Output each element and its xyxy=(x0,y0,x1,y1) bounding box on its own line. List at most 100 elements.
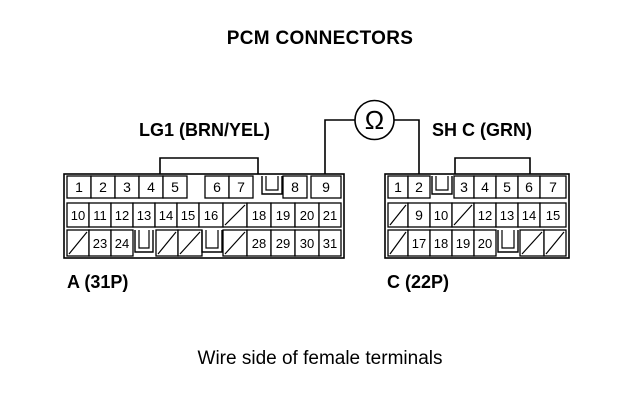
connector-a-terminal-18: 18 xyxy=(252,208,266,223)
connector-c-row2-cell: 13 xyxy=(495,202,519,228)
connector-a-row2-cell: 12 xyxy=(110,202,134,228)
connector-c-row2-cell xyxy=(387,202,409,228)
connector-a-row2-cell: 10 xyxy=(66,202,90,228)
connector-a-terminal-2: 2 xyxy=(99,179,107,195)
connector-c-row1-cell: 6 xyxy=(517,175,541,199)
connector-c-key-notch xyxy=(431,176,453,195)
connector-c-terminal-10: 10 xyxy=(434,208,448,223)
connector-a-row3-cell: 23 xyxy=(88,229,112,257)
connector-a-terminal-16: 16 xyxy=(204,208,218,223)
footnote: Wire side of female terminals xyxy=(197,348,443,369)
connector-a-terminal-30: 30 xyxy=(300,236,314,251)
connector-c-label: C (22P) xyxy=(387,272,450,292)
connector-c-row3-cell xyxy=(543,229,567,257)
connector-a-row3-cell: 31 xyxy=(318,229,342,257)
connector-c-terminal-20: 20 xyxy=(478,236,492,251)
connector-a-terminal-4: 4 xyxy=(147,179,155,195)
connector-a-row2-cell: 18 xyxy=(246,202,272,228)
connector-a-row1-cell: 9 xyxy=(310,175,342,199)
connector-a-row1-cell: 2 xyxy=(90,175,116,199)
connector-a-housing xyxy=(63,173,345,259)
connector-a-terminal-19: 19 xyxy=(276,208,290,223)
connector-c-row1-cell: 1 xyxy=(387,175,409,199)
connector-c-tab xyxy=(454,157,531,174)
connector-a-terminal-7: 7 xyxy=(237,179,245,195)
connector-c-row3-cell: 17 xyxy=(407,229,431,257)
connector-a-row3-cell: 29 xyxy=(270,229,296,257)
connector-a-terminal-12: 12 xyxy=(115,208,129,223)
connector-c-terminal-13: 13 xyxy=(500,208,514,223)
connector-a-key-notch xyxy=(261,176,283,195)
connector-a-row3-cell xyxy=(155,229,179,257)
connector-a-terminal-3: 3 xyxy=(123,179,131,195)
connector-a-row1-cell: 7 xyxy=(228,175,254,199)
connector-c-row2-cell: 15 xyxy=(539,202,567,228)
connector-a-row1-cell: 4 xyxy=(138,175,164,199)
connector-a-terminal-29: 29 xyxy=(276,236,290,251)
connector-a-row3-cell xyxy=(177,229,203,257)
connector-a-row2-cell: 16 xyxy=(198,202,224,228)
connector-a-row3-cell: 24 xyxy=(110,229,134,257)
connector-a-terminal-5: 5 xyxy=(171,179,179,195)
connector-c-row3-cell xyxy=(387,229,409,257)
connector-c-terminal-12: 12 xyxy=(478,208,492,223)
meter-lead-a xyxy=(324,119,355,174)
connector-a-row2-cell: 15 xyxy=(176,202,200,228)
connector-c-terminal-3: 3 xyxy=(460,179,468,195)
connector-a-row1-cell: 5 xyxy=(162,175,188,199)
connector-a-row2-cell: 20 xyxy=(294,202,320,228)
connector-c-terminal-2: 2 xyxy=(415,179,423,195)
connector-a-row2-cell: 19 xyxy=(270,202,296,228)
connector-c-row2-cell: 14 xyxy=(517,202,541,228)
connector-a-terminal-14: 14 xyxy=(159,208,173,223)
connector-a-row3-cell xyxy=(66,229,90,257)
connector-c-terminal-5: 5 xyxy=(503,179,511,195)
connector-c-terminal-4: 4 xyxy=(481,179,489,195)
connector-c-key-notch xyxy=(497,230,519,253)
wire-label-lg1: LG1 (BRN/YEL) xyxy=(139,120,271,140)
meter-lead-c xyxy=(394,119,420,174)
connector-c-row2-cell xyxy=(451,202,475,228)
connector-c-row1-cell: 3 xyxy=(453,175,475,199)
connector-a-row3-cell: 30 xyxy=(294,229,320,257)
connector-c-row3-cell: 19 xyxy=(451,229,475,257)
connector-a-row3-cell xyxy=(222,229,248,257)
connector-a-terminal-8: 8 xyxy=(291,179,299,195)
connector-a-row2-cell: 11 xyxy=(88,202,112,228)
connector-a-terminal-1: 1 xyxy=(75,179,83,195)
connector-a-key-notch xyxy=(134,230,154,253)
connector-a-row2-cell: 13 xyxy=(132,202,156,228)
connector-c-terminal-6: 6 xyxy=(525,179,533,195)
connector-c-terminal-17: 17 xyxy=(412,236,426,251)
connector-a-terminal-20: 20 xyxy=(300,208,314,223)
connector-c-row1-cell: 5 xyxy=(495,175,519,199)
connector-a-terminal-9: 9 xyxy=(322,179,330,195)
connector-a-terminal-10: 10 xyxy=(71,208,85,223)
connector-c-terminal-19: 19 xyxy=(456,236,470,251)
connector-a-row1-cell: 3 xyxy=(114,175,140,199)
connector-c-row1-cell: 4 xyxy=(473,175,497,199)
connector-a-terminal-15: 15 xyxy=(181,208,195,223)
connector-c-terminal-18: 18 xyxy=(434,236,448,251)
connector-c-terminal-14: 14 xyxy=(522,208,536,223)
connector-c-terminal-1: 1 xyxy=(394,179,402,195)
wire-label-shc: SH C (GRN) xyxy=(432,120,532,140)
connector-a-row2-cell xyxy=(222,202,248,228)
connector-a-row2-cell: 14 xyxy=(154,202,178,228)
connector-a-terminal-28: 28 xyxy=(252,236,266,251)
connector-c-row3-cell xyxy=(519,229,545,257)
connector-c-row1-cell: 7 xyxy=(539,175,567,199)
connector-c-row3-cell: 20 xyxy=(473,229,497,257)
connector-a-row1-cell: 6 xyxy=(204,175,230,199)
connector-a-label: A (31P) xyxy=(67,272,129,292)
connector-c-row2-cell: 10 xyxy=(429,202,453,228)
connector-a-row1-cell: 8 xyxy=(282,175,308,199)
connector-a-tab xyxy=(159,157,259,174)
connector-c-housing xyxy=(384,173,570,259)
connector-c-row3-cell: 18 xyxy=(429,229,453,257)
connector-c-terminal-7: 7 xyxy=(549,179,557,195)
connector-c-row2-cell: 12 xyxy=(473,202,497,228)
connector-a-row1-cell: 1 xyxy=(66,175,92,199)
connector-c-row2-cell: 9 xyxy=(407,202,431,228)
